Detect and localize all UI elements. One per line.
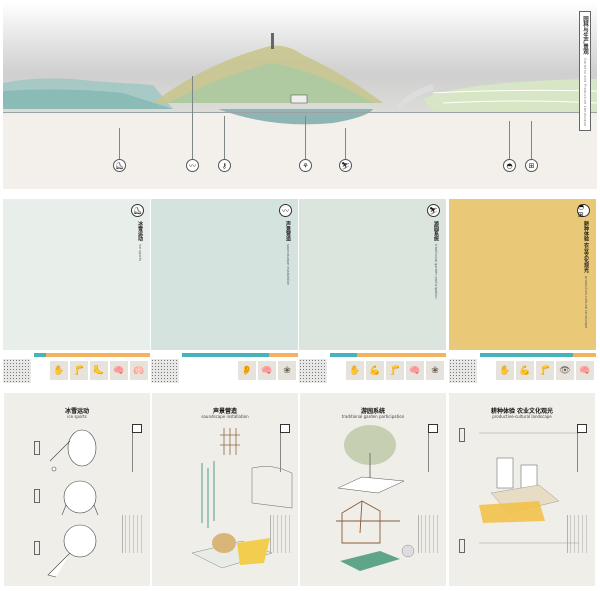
body-sense-icon: ✋ (496, 361, 514, 380)
landscape-illustration (3, 33, 597, 125)
scene-panel-ice: ⛸ 冰雪运动ice sports (3, 199, 150, 350)
side-note (577, 424, 587, 472)
soundscape-icon: 〰 (186, 159, 199, 172)
ground-line (3, 112, 597, 113)
sensory-strip: ✋🦵🦶🧠🫁 (3, 353, 150, 383)
scene-badge-icon: ⛷ (427, 204, 440, 217)
card-title: 耕种体验 农业文化观光 (490, 408, 554, 415)
scene-panel-garden: ⛷ 游园系统traditional garden participation (299, 199, 446, 350)
scene-badge-icon: ⛸ (131, 204, 144, 217)
card-title: 冰雪运动 (64, 408, 89, 415)
sense-ratio-bar (182, 353, 298, 357)
location-map-thumbnail (299, 359, 327, 383)
body-sense-icon: 🦵 (70, 361, 88, 380)
card-subtitle: soundscape installation (201, 414, 249, 419)
scene-badge-icon: 〰 (279, 204, 292, 217)
side-note (280, 424, 290, 472)
body-sense-icon: 👂 (238, 361, 256, 380)
body-sense-icon: 🦵 (386, 361, 404, 380)
body-sense-icon: 💪 (366, 361, 384, 380)
card-title: 声景营造 (212, 408, 237, 415)
body-sense-icon: ✋ (50, 361, 68, 380)
diagram-illustration (479, 432, 579, 544)
pin-leader-line (509, 121, 510, 159)
scene-label: 声景营造soundscape installation (285, 221, 291, 286)
description-text-block (418, 515, 438, 553)
key-icon: ⚷ (218, 159, 231, 172)
card-subtitle: productive-cultural landscape (492, 414, 552, 419)
body-sense-icon: 🦵 (536, 361, 554, 380)
crops-icon: ⊞ (525, 159, 538, 172)
scene-panel-farm: ◓ ⊞ 耕种体验 农业文化观光productive-cultural landsc… (449, 199, 596, 350)
farming-machine-icon: ◓ (503, 159, 516, 172)
scene-label: 耕种体验 农业文化观光productive-cultural landscape (583, 221, 589, 328)
body-sense-icon: 💪 (516, 361, 534, 380)
description-text-block (122, 515, 142, 553)
side-note (428, 424, 438, 472)
diagram-illustration (191, 428, 293, 569)
diagram-illustration (47, 429, 99, 578)
body-sense-icon: 👁 (556, 361, 574, 380)
pin-leader-line (192, 76, 193, 159)
location-map-thumbnail (3, 359, 31, 383)
card-subtitle: traditional garden participation (341, 414, 405, 419)
sensory-strip: ✋💪🦵👁🧠 (449, 353, 596, 383)
scene-panel-sound: 〰声景营造soundscape installation (151, 199, 298, 350)
pin-leader-line (119, 128, 120, 159)
garden-participation-icon: ⚘ (299, 159, 312, 172)
scene-badge-icon: ◓ ⊞ (577, 203, 590, 219)
pin-leader-line (305, 116, 306, 159)
scene-label: 游园系统traditional garden participation (433, 221, 439, 299)
boot-icon: ⛷ (339, 159, 352, 172)
body-sense-icon: 🧠 (258, 361, 276, 380)
sensory-strip: 👂🧠❀ (151, 353, 298, 383)
body-sense-icon: ❀ (426, 361, 444, 380)
card-title: 游园系统 (360, 408, 385, 415)
ice-sports-icon: ⛸ (113, 159, 126, 172)
sense-ratio-bar (34, 353, 150, 357)
body-sense-icon: 🦶 (90, 361, 108, 380)
pin-leader-line (345, 128, 346, 159)
location-map-thumbnail (151, 359, 179, 383)
body-sense-icon: 🫁 (130, 361, 148, 380)
body-sense-icon: 🧠 (406, 361, 424, 380)
body-sense-icon: 🧠 (576, 361, 594, 380)
diagram-illustration (336, 425, 415, 571)
description-text-block (567, 515, 587, 553)
description-text-block (270, 515, 290, 553)
scene-label: 冰雪运动ice sports (137, 221, 143, 261)
sense-ratio-bar (480, 353, 596, 357)
pin-leader-line (531, 121, 532, 159)
body-sense-icon: ✋ (346, 361, 364, 380)
sensory-strip: ✋💪🦵🧠❀ (299, 353, 446, 383)
card-subtitle: ice sports (67, 414, 87, 419)
sense-ratio-bar (330, 353, 446, 357)
location-map-thumbnail (449, 359, 477, 383)
side-note (132, 424, 142, 472)
body-sense-icon: ❀ (278, 361, 296, 380)
body-sense-icon: 🧠 (110, 361, 128, 380)
pin-leader-line (224, 116, 225, 159)
